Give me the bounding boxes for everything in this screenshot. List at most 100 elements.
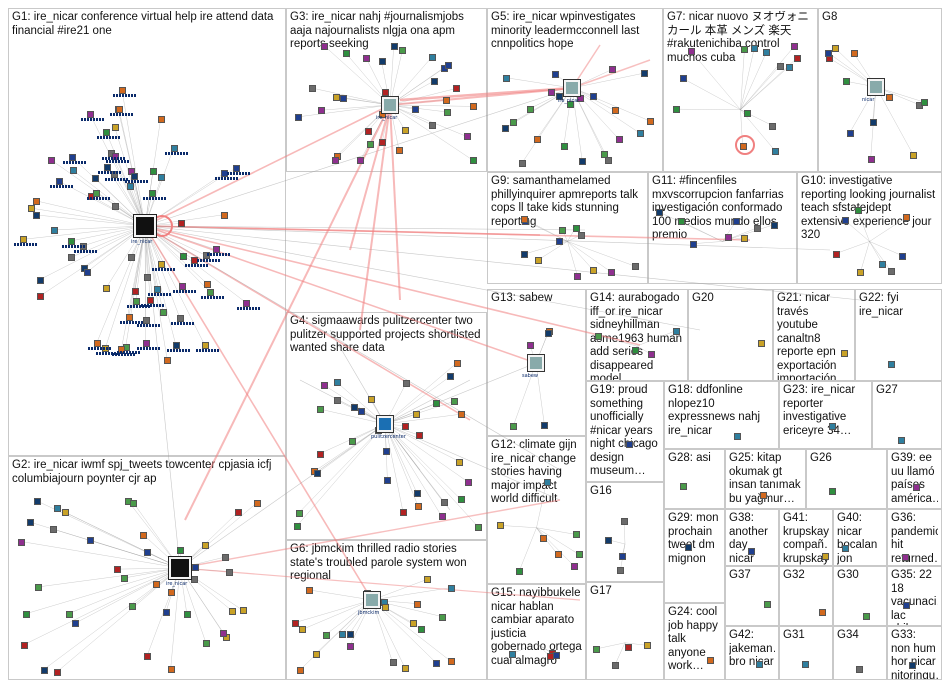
node-g2[interactable] (177, 547, 185, 555)
node-g26[interactable] (828, 487, 836, 495)
node-g2[interactable] (162, 608, 170, 616)
node-g1[interactable] (157, 115, 165, 123)
node-g6[interactable] (448, 584, 456, 592)
node-g4[interactable] (349, 437, 356, 445)
hub-node-g2[interactable] (168, 556, 192, 580)
node-g21[interactable] (841, 350, 849, 358)
node-g3[interactable] (331, 157, 339, 165)
hub-node-g5[interactable] (563, 79, 581, 97)
node-g1[interactable] (47, 156, 55, 164)
node-g3[interactable] (402, 127, 410, 135)
node-g37[interactable] (763, 600, 771, 608)
node-g2[interactable] (220, 629, 228, 637)
node-g27[interactable] (897, 436, 905, 444)
node-g10[interactable] (899, 252, 907, 260)
node-g34[interactable] (856, 666, 864, 674)
node-g1[interactable] (164, 357, 172, 365)
node-g2[interactable] (26, 519, 34, 527)
node-g2[interactable] (202, 541, 209, 549)
node-g4[interactable] (294, 522, 302, 530)
node-g9[interactable] (607, 268, 615, 276)
node-g3[interactable] (411, 106, 419, 114)
node-g3[interactable] (363, 55, 371, 63)
node-g2[interactable] (128, 603, 136, 611)
node-g4[interactable] (317, 406, 325, 414)
node-g9[interactable] (574, 272, 582, 280)
node-g8[interactable] (831, 44, 839, 52)
node-g15[interactable] (508, 650, 516, 658)
node-g4[interactable] (413, 411, 421, 419)
node-g35[interactable] (902, 601, 910, 609)
node-g13[interactable] (510, 422, 518, 430)
node-g4[interactable] (403, 380, 411, 388)
node-g4[interactable] (313, 470, 321, 478)
node-g1[interactable] (93, 189, 101, 197)
node-g11[interactable] (677, 218, 685, 226)
node-g31[interactable] (801, 661, 809, 669)
node-g1[interactable] (111, 124, 119, 132)
node-g6[interactable] (439, 613, 447, 621)
node-g17[interactable] (592, 646, 600, 654)
node-g1[interactable] (142, 317, 150, 325)
node-g41[interactable] (821, 552, 829, 560)
node-g1[interactable] (158, 173, 166, 181)
node-g10[interactable] (903, 214, 911, 222)
node-g9[interactable] (521, 251, 529, 259)
node-g11[interactable] (690, 240, 698, 248)
node-g8[interactable] (842, 78, 850, 86)
node-g5[interactable] (533, 135, 541, 143)
node-g2[interactable] (226, 568, 234, 576)
node-g10[interactable] (832, 250, 840, 258)
node-g6[interactable] (418, 626, 426, 634)
node-g11[interactable] (724, 233, 732, 241)
node-g18[interactable] (733, 433, 741, 441)
node-g12[interactable] (554, 551, 562, 559)
node-g7[interactable] (786, 63, 794, 71)
node-g7[interactable] (741, 46, 749, 54)
node-g3[interactable] (378, 58, 386, 66)
node-g10[interactable] (879, 260, 887, 268)
node-g1[interactable] (118, 86, 126, 94)
node-g2[interactable] (71, 620, 79, 628)
hub-node-g3[interactable] (381, 96, 399, 114)
node-g2[interactable] (61, 509, 69, 516)
node-g2[interactable] (54, 668, 62, 676)
node-g33[interactable] (909, 661, 917, 669)
node-g1[interactable] (93, 340, 101, 348)
node-g5[interactable] (647, 118, 655, 126)
node-g20[interactable] (757, 339, 765, 347)
node-g12[interactable] (575, 551, 583, 559)
node-g38[interactable] (747, 548, 755, 556)
node-g1[interactable] (233, 164, 241, 172)
node-g4[interactable] (414, 490, 422, 498)
node-g2[interactable] (239, 607, 247, 615)
node-g4[interactable] (415, 503, 423, 511)
hub-node-g1[interactable] (133, 214, 157, 238)
node-g19[interactable] (626, 441, 634, 449)
node-g4[interactable] (402, 422, 410, 430)
node-g10[interactable] (857, 269, 865, 277)
node-g9[interactable] (590, 267, 598, 275)
node-g10[interactable] (888, 268, 896, 276)
node-g8[interactable] (885, 93, 893, 101)
node-g1[interactable] (242, 299, 250, 307)
node-g4[interactable] (333, 379, 341, 387)
node-g1[interactable] (170, 145, 178, 153)
node-g5[interactable] (519, 159, 527, 167)
node-g2[interactable] (228, 607, 236, 615)
node-g11[interactable] (656, 209, 664, 217)
node-g1[interactable] (180, 253, 188, 261)
node-g5[interactable] (579, 157, 587, 165)
node-g3[interactable] (295, 113, 303, 121)
node-g30[interactable] (863, 613, 871, 621)
node-g1[interactable] (55, 178, 63, 186)
node-g1[interactable] (68, 254, 76, 262)
node-g3[interactable] (308, 85, 316, 93)
node-g13[interactable] (541, 422, 549, 430)
node-g42[interactable] (756, 660, 764, 668)
node-g15[interactable] (553, 652, 561, 660)
node-g4[interactable] (368, 395, 376, 403)
node-g1[interactable] (206, 288, 214, 296)
hub-node-g13[interactable] (527, 354, 545, 372)
node-g6[interactable] (409, 620, 417, 628)
